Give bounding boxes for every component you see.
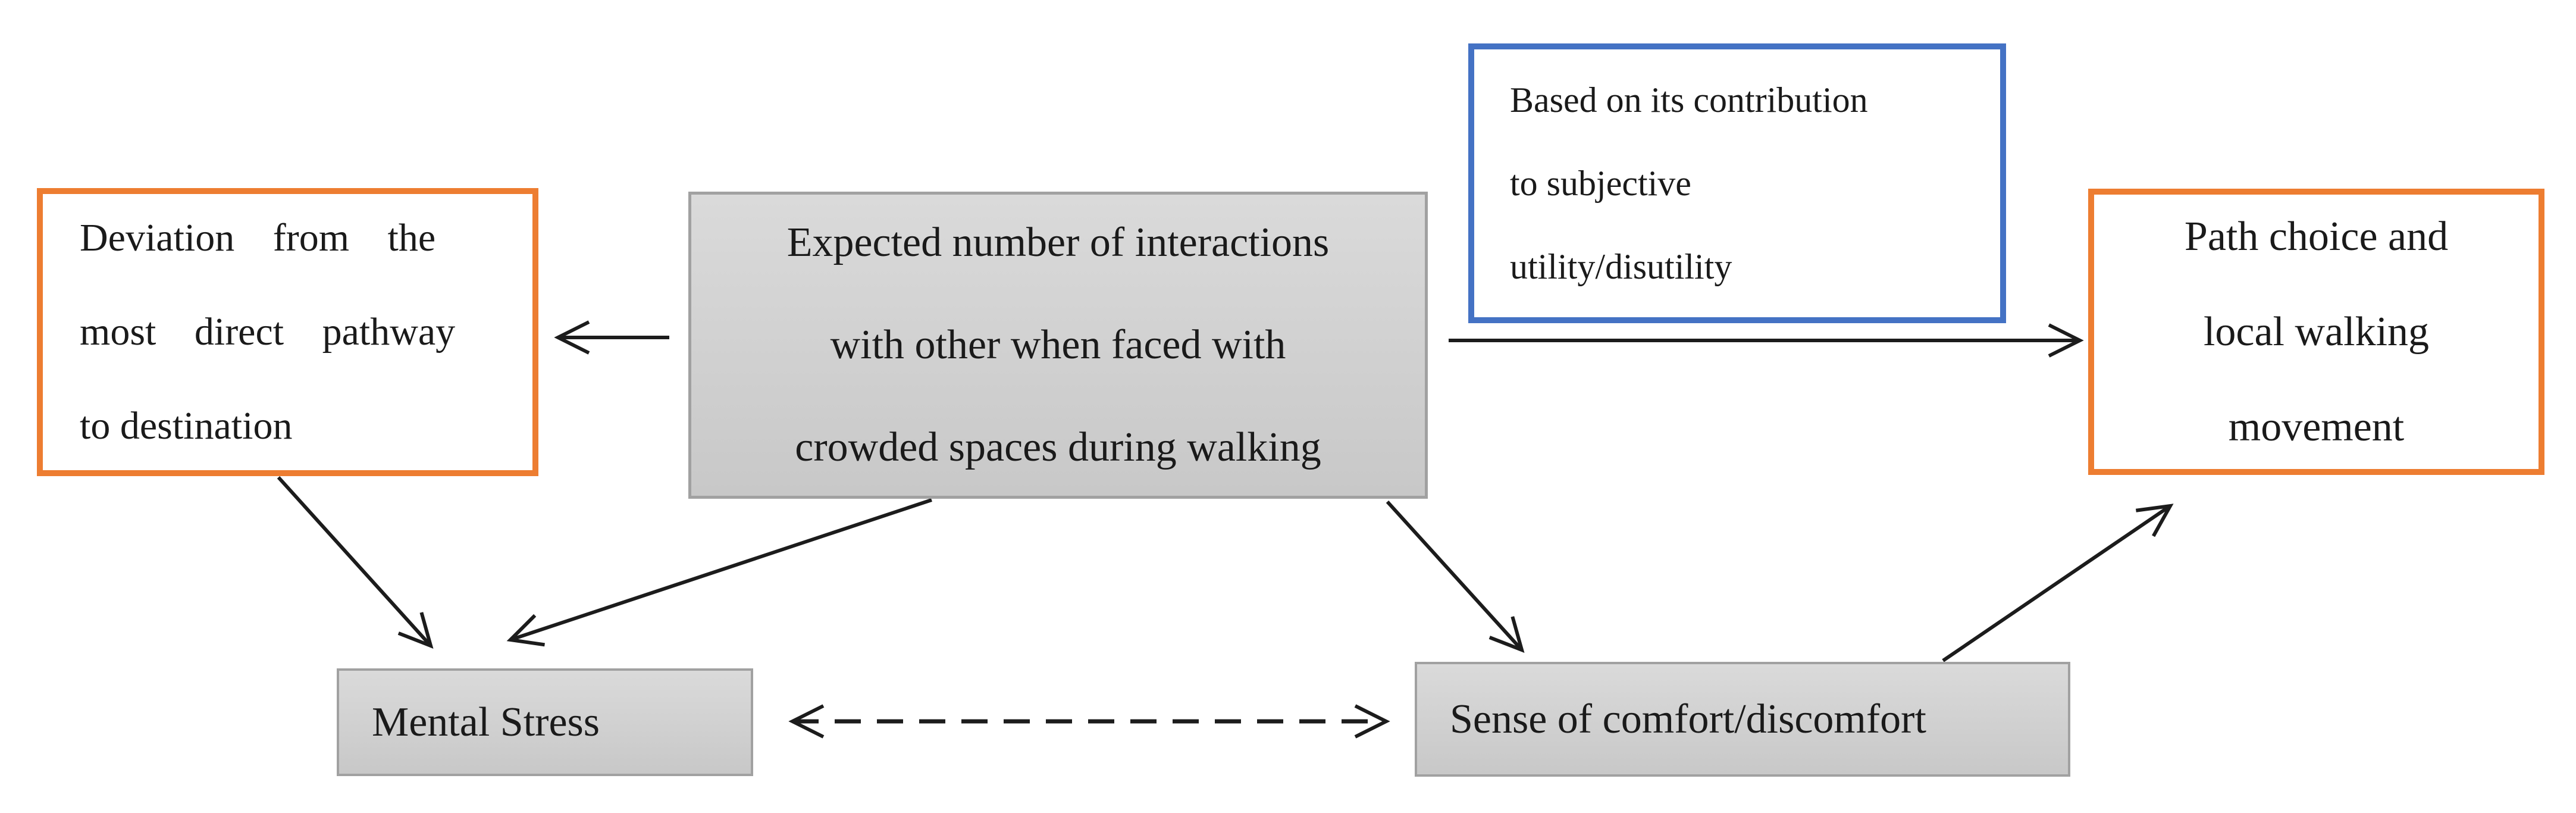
path-choice-box: Path choice and local walking movement [2088,189,2544,475]
sense-of-comfort-box-label: Sense of comfort/discomfort [1450,696,1926,742]
path-choice-box-line: local walking [2203,308,2430,355]
utility-annotation-box-line: to subjective [1510,164,1691,203]
expected-interactions-box: Expected number of interactions with oth… [688,192,1428,499]
sense-of-comfort-box: Sense of comfort/discomfort [1415,662,2070,777]
mental-stress-box: Mental Stress [337,668,753,776]
arrow-comfort-to-path-choice [1942,504,2174,662]
deviation-box-line: Deviation from the [80,216,436,259]
utility-annotation-box-line: Based on its contribution [1510,80,1868,120]
expected-interactions-box-line: crowded spaces during walking [795,424,1321,470]
path-choice-box-line: movement [2228,404,2405,450]
deviation-box: Deviation from the most direct pathway t… [37,188,538,476]
path-choice-box-line: Path choice and [2184,213,2449,259]
deviation-box-line: most direct pathway [80,310,456,354]
deviation-box-line: to destination [80,404,293,448]
expected-interactions-box-line: with other when faced with [830,322,1286,368]
utility-annotation-box: Based on its contribution to subjective … [1468,43,2006,323]
mental-stress-box-label: Mental Stress [372,699,600,745]
utility-annotation-box-line: utility/disutility [1510,247,1732,286]
arrow-deviation-to-mental-stress [277,476,434,649]
arrow-expected-to-comfort [1386,500,1525,653]
expected-interactions-box-line: Expected number of interactions [786,220,1330,265]
arrow-expected-to-mental-stress [506,498,932,647]
